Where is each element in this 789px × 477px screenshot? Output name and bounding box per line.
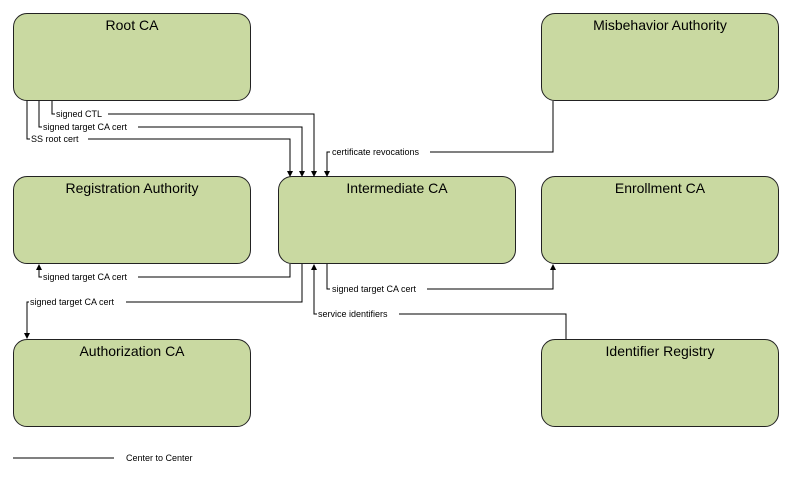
node-root-ca[interactable]: Root CA <box>13 13 251 101</box>
arrow-head <box>36 264 42 270</box>
arrow-head <box>550 264 556 270</box>
arrow-head <box>311 171 317 177</box>
node-label: Authorization CA <box>79 343 185 359</box>
flow-line-signed-ctl <box>51 101 315 171</box>
arrow-head <box>24 333 30 339</box>
flow-line-signed-target-ca-cert-root <box>38 101 303 171</box>
arrow-head <box>311 264 317 270</box>
node-enrollment-ca[interactable]: Enrollment CA <box>541 176 779 264</box>
node-registration-authority[interactable]: Registration Authority <box>13 176 251 264</box>
flow-line-signed-target-ca-cert-ra <box>38 264 291 278</box>
flow-label-signed-target-ca-cert-ra: signed target CA cert <box>43 272 128 282</box>
label-background <box>330 147 430 157</box>
flow-label-signed-ctl: signed CTL <box>56 109 102 119</box>
flow-label-signed-target-ca-cert-root: signed target CA cert <box>43 122 128 132</box>
node-intermediate-ca[interactable]: Intermediate CA <box>278 176 516 264</box>
node-label: Identifier Registry <box>605 343 715 359</box>
node-label: Enrollment CA <box>614 180 706 196</box>
flow-label-service-identifiers: service identifiers <box>318 309 388 319</box>
label-background <box>30 134 88 144</box>
flow-line-ss-root-cert <box>26 101 291 171</box>
node-authorization-ca[interactable]: Authorization CA <box>13 339 251 427</box>
label-background <box>42 122 138 132</box>
label-background <box>330 284 427 294</box>
node-identifier-registry[interactable]: Identifier Registry <box>541 339 779 427</box>
node-misbehavior-authority[interactable]: Misbehavior Authority <box>541 13 779 101</box>
arrow-head <box>324 171 330 177</box>
label-background <box>317 309 399 319</box>
label-background <box>55 109 108 119</box>
flow-line-signed-target-ca-cert-enrollment <box>326 264 554 290</box>
flow-label-signed-target-ca-cert-authorization: signed target CA cert <box>30 297 115 307</box>
node-label: Root CA <box>105 17 159 33</box>
flow-label-signed-target-ca-cert-enrollment: signed target CA cert <box>332 284 417 294</box>
label-background <box>29 297 126 307</box>
arrow-head <box>287 171 293 177</box>
flow-line-signed-target-ca-cert-authorization <box>26 264 303 333</box>
flow-line-certificate-revocations <box>326 101 554 171</box>
flow-line-service-identifiers <box>313 270 567 339</box>
node-label: Registration Authority <box>65 180 199 196</box>
flow-label-ss-root-cert: SS root cert <box>31 134 79 144</box>
node-label: Intermediate CA <box>346 180 448 196</box>
flow-label-certificate-revocations: certificate revocations <box>332 147 420 157</box>
label-background <box>42 272 138 282</box>
legend-label: Center to Center <box>126 453 193 463</box>
arrow-head <box>299 171 305 177</box>
node-label: Misbehavior Authority <box>593 17 727 33</box>
